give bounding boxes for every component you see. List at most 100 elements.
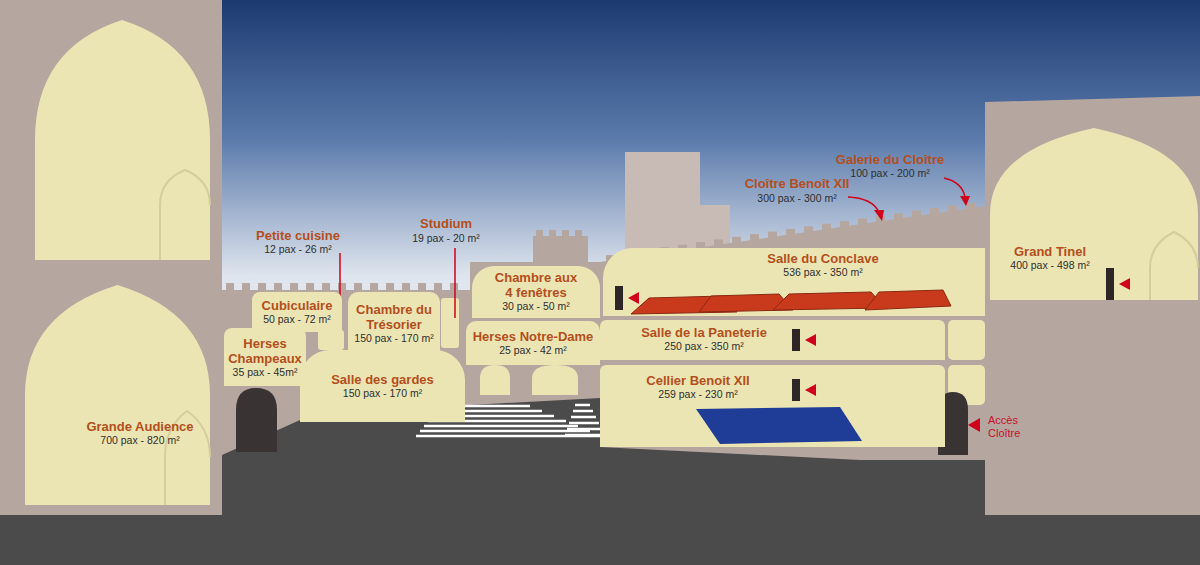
room-name: Herses Champeaux xyxy=(226,336,304,366)
inner-arch xyxy=(1150,232,1198,300)
battlements xyxy=(258,283,266,291)
inner-arch xyxy=(160,170,210,260)
room: Salle du Conclave536 pax - 350 m² xyxy=(603,248,985,316)
battlements xyxy=(290,283,298,291)
leader-line xyxy=(848,197,879,212)
room-name: Chambre du Trésorier xyxy=(350,302,438,332)
back-tower xyxy=(625,152,730,252)
room-label: Grande Audience700 pax - 820 m² xyxy=(73,419,207,447)
room: Chambre aux 4 fenêtres30 pax - 50 m² xyxy=(472,266,600,318)
room-label: Salle de la Paneterie250 pax - 350 m² xyxy=(620,325,788,353)
room: Salle des gardes150 pax - 170 m² xyxy=(300,350,465,422)
room-shape xyxy=(25,285,210,505)
room-capacity: 700 pax - 820 m² xyxy=(73,434,207,447)
stairs xyxy=(565,434,605,437)
room-label: Herses Notre-Dame25 pax - 42 m² xyxy=(468,321,598,365)
walls xyxy=(0,0,1200,520)
room-capacity: 12 pax - 26 m² xyxy=(264,243,332,256)
battlements xyxy=(575,230,582,237)
rooms xyxy=(35,20,210,260)
rooms xyxy=(318,330,344,350)
room-capacity: 536 pax - 350 m² xyxy=(723,266,923,279)
room-name: Herses Notre-Dame xyxy=(473,329,594,344)
room: Herses Champeaux35 pax - 45m² xyxy=(224,328,306,386)
room-label: Cellier Benoit XII259 pax - 230 m² xyxy=(610,373,786,401)
room-name: Cubiculaire xyxy=(262,298,333,313)
room-capacity: 250 pax - 350 m² xyxy=(620,340,788,353)
room-outline xyxy=(25,285,210,505)
leader-line xyxy=(944,178,965,197)
room-capacity: 25 pax - 42 m² xyxy=(499,344,567,357)
entrance-arrow xyxy=(1119,278,1130,290)
room-name: Salle des gardes xyxy=(331,372,434,387)
room-name: Cellier Benoit XII xyxy=(610,373,786,388)
arrowhead xyxy=(874,210,884,221)
entrance-arrow xyxy=(805,334,816,346)
rooms xyxy=(441,298,459,348)
walls xyxy=(0,0,222,520)
room-capacity: 300 pax - 300 m² xyxy=(757,192,836,205)
battlements xyxy=(242,283,250,291)
rooms xyxy=(532,365,578,395)
room-capacity: 50 pax - 72 m² xyxy=(263,313,331,326)
room-capacity: 150 pax - 170 m² xyxy=(354,332,433,345)
room-name: Salle du Conclave xyxy=(723,251,923,266)
room-name: Cloître Benoît XII xyxy=(745,176,850,191)
room: Herses Notre-Dame25 pax - 42 m² xyxy=(466,321,600,365)
roof xyxy=(631,290,951,314)
room-label: Cubiculaire50 pax - 72 m² xyxy=(254,292,340,332)
battlements xyxy=(226,283,234,291)
room-label: Salle des gardes150 pax - 170 m² xyxy=(302,350,463,422)
room-label: Chambre aux 4 fenêtres30 pax - 50 m² xyxy=(492,270,580,313)
rooms xyxy=(948,320,985,360)
walls xyxy=(985,96,1200,520)
room: Cubiculaire50 pax - 72 m² xyxy=(252,292,342,332)
rooms xyxy=(480,365,510,395)
gateway xyxy=(236,388,277,452)
stairs xyxy=(575,404,590,407)
room-label: Herses Champeaux35 pax - 45m² xyxy=(226,328,304,386)
room: Grand Tinel400 pax - 498 m² xyxy=(990,128,1198,300)
room: Chambre du Trésorier150 pax - 170 m² xyxy=(348,292,440,354)
room: Salle de la Paneterie250 pax - 350 m² xyxy=(600,320,945,360)
leader-line xyxy=(454,248,456,318)
stairs xyxy=(567,428,602,431)
room-name: Grande Audience xyxy=(73,419,207,434)
room-name: Petite cuisine xyxy=(256,228,340,243)
room-capacity: 30 pax - 50 m² xyxy=(492,300,580,313)
stairs xyxy=(420,430,590,433)
door xyxy=(792,379,800,401)
room-label: Grand Tinel400 pax - 498 m² xyxy=(994,244,1106,272)
battlements xyxy=(536,230,543,237)
room-label: Salle du Conclave536 pax - 350 m² xyxy=(723,251,923,279)
battlements xyxy=(450,283,458,291)
battlements xyxy=(338,283,346,291)
battlements xyxy=(562,230,569,237)
battlements xyxy=(386,283,394,291)
access-arrow xyxy=(968,418,980,432)
arrowhead xyxy=(960,196,970,206)
battlements xyxy=(402,283,410,291)
door xyxy=(1106,268,1114,300)
back-tower xyxy=(625,152,700,252)
battlements xyxy=(274,283,282,291)
room-capacity: 100 pax - 200 m² xyxy=(850,167,929,180)
walls xyxy=(222,206,985,460)
entrance-arrow xyxy=(628,292,639,304)
battlements xyxy=(354,283,362,291)
room-name: Salle de la Paneterie xyxy=(620,325,788,340)
room-capacity: 150 pax - 170 m² xyxy=(343,387,422,400)
water-basin xyxy=(696,407,862,444)
battlements xyxy=(418,283,426,291)
stairs xyxy=(573,410,593,413)
stairs xyxy=(569,422,599,425)
door xyxy=(792,329,800,351)
room-label: Chambre du Trésorier150 pax - 170 m² xyxy=(350,292,438,354)
battlements xyxy=(370,283,378,291)
room: Cellier Benoit XII259 pax - 230 m² xyxy=(600,365,945,447)
room-name: Galerie du Cloître xyxy=(836,152,944,167)
ground xyxy=(0,515,1200,565)
roof xyxy=(865,290,951,310)
